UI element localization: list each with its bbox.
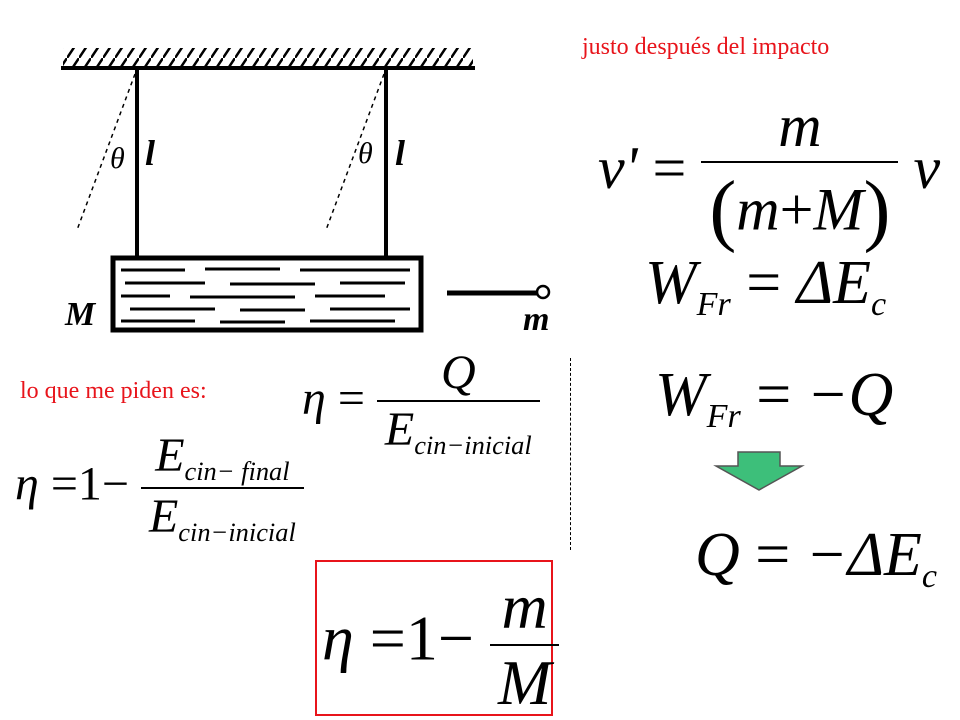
right-length-label: l xyxy=(395,133,405,173)
velocity-equation: v' = m (m+M) v xyxy=(598,92,941,256)
velocity-fraction: m (m+M) xyxy=(701,92,899,256)
right-angle-label: θ xyxy=(358,137,373,170)
result-box xyxy=(315,560,553,716)
efficiency-definition: η = Q Ecin−inicial xyxy=(302,345,540,461)
heat-equation: Q = −ΔEc xyxy=(695,521,937,595)
work-heat-equation: WFr = −Q xyxy=(655,361,894,435)
efficiency-energy-equation: η =1− Ecin− final Ecin−inicial xyxy=(15,428,304,548)
left-swing-line xyxy=(76,73,136,231)
bullet xyxy=(447,284,551,300)
left-angle-label: θ xyxy=(110,142,125,175)
left-length-label: l xyxy=(145,133,155,173)
velocity-denominator: (m+M) xyxy=(701,161,899,256)
bullet-mass-label: m xyxy=(523,301,549,338)
ballistic-pendulum-diagram: θ l θ l M m xyxy=(61,48,551,338)
caption-after-impact: justo después del impacto xyxy=(582,34,830,60)
velocity-lhs: v' xyxy=(598,134,638,201)
wooden-block xyxy=(110,255,424,333)
block-mass-label: M xyxy=(64,296,97,333)
caption-asked: lo que me piden es: xyxy=(20,378,207,404)
divider-line xyxy=(570,358,571,550)
work-energy-equation: WFr = ΔEc xyxy=(645,249,887,323)
velocity-numerator: m xyxy=(778,93,822,159)
efficiency-result: η =1− m M xyxy=(322,570,560,720)
velocity-rhs: v xyxy=(913,134,941,201)
down-arrow-icon xyxy=(713,451,805,491)
ceiling xyxy=(61,48,475,70)
right-swing-line xyxy=(325,73,385,231)
